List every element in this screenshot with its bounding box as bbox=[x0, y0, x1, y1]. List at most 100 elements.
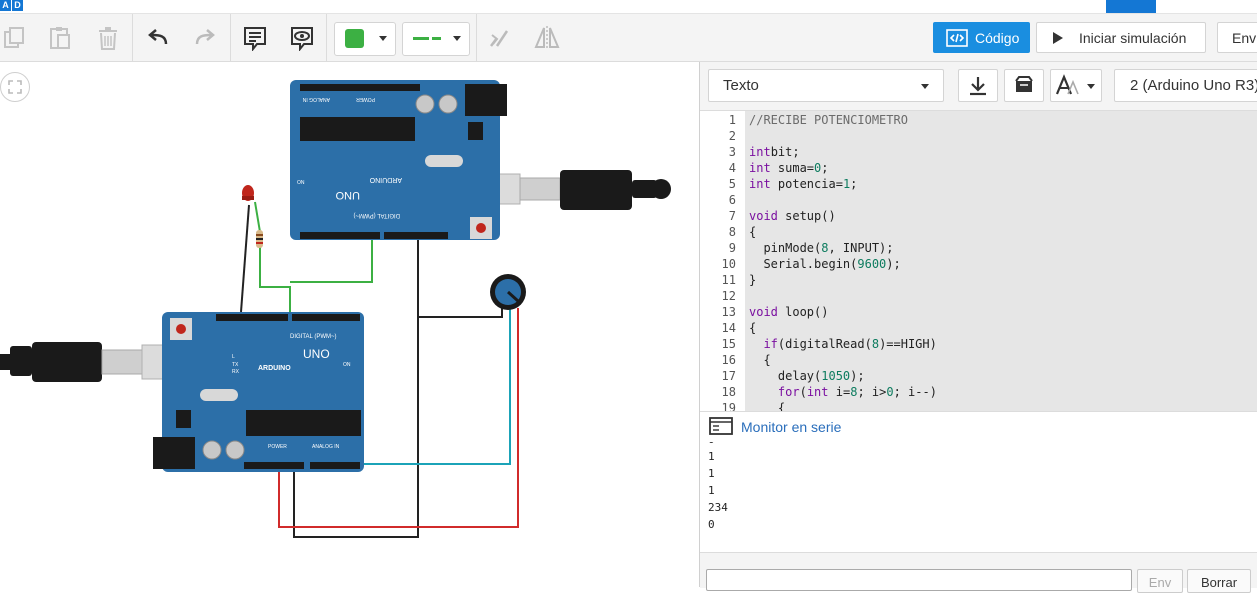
serial-input-bar: Env Borrar bbox=[700, 552, 1257, 593]
rotate-icon bbox=[490, 29, 509, 47]
color-picker-dropdown[interactable] bbox=[334, 22, 396, 56]
board-top-power: POWER bbox=[356, 96, 375, 102]
code-line: void setup() bbox=[749, 209, 836, 223]
code-token: void bbox=[749, 209, 778, 223]
code-token: delay( bbox=[749, 369, 822, 383]
device-dropdown[interactable]: 2 (Arduino Uno R3) bbox=[1114, 69, 1257, 102]
code-line: void loop() bbox=[749, 305, 828, 319]
note-icon bbox=[244, 26, 266, 51]
chevron-down-icon bbox=[379, 36, 387, 41]
logo-letter-d: D bbox=[12, 0, 23, 11]
redo-button[interactable] bbox=[190, 14, 220, 61]
code-line: if(digitalRead(8)==HIGH) bbox=[749, 337, 936, 351]
line-number: 8 bbox=[728, 225, 736, 239]
led-red[interactable] bbox=[242, 185, 254, 201]
top-strip: A D bbox=[0, 0, 1257, 14]
serial-line: 1 bbox=[708, 450, 715, 463]
code-token: if bbox=[763, 337, 778, 351]
copy-icon bbox=[4, 26, 24, 48]
notes-visibility-button[interactable] bbox=[287, 14, 317, 61]
potentiometer[interactable] bbox=[490, 274, 526, 310]
code-token: ; i> bbox=[857, 385, 887, 399]
line-number: 11 bbox=[721, 273, 736, 287]
serial-input[interactable] bbox=[706, 569, 1132, 591]
wire-black-led[interactable] bbox=[240, 204, 250, 313]
usb-cable-top[interactable] bbox=[469, 170, 671, 210]
font-size-dropdown[interactable] bbox=[1050, 69, 1102, 102]
arduino-uno-top[interactable]: UNO ARDUINO DIGITAL (PWM~) POWER ANALOG … bbox=[290, 80, 507, 240]
code-line: pinMode(8, INPUT); bbox=[749, 241, 894, 255]
editor-toolbar: Código Iniciar simulación Env bbox=[0, 14, 1257, 62]
code-line: } bbox=[749, 273, 756, 287]
start-simulation-button[interactable]: Iniciar simulación bbox=[1036, 22, 1206, 53]
circuit-canvas[interactable]: UNO ARDUINO DIGITAL (PWM~) POWER ANALOG … bbox=[0, 62, 699, 587]
code-button-label: Código bbox=[975, 29, 1020, 46]
delete-button[interactable] bbox=[93, 14, 123, 61]
line-number: 19 bbox=[721, 401, 736, 411]
rotate-button[interactable] bbox=[484, 14, 514, 61]
app-logo[interactable]: A D bbox=[0, 0, 24, 11]
top-tab-active[interactable] bbox=[1106, 0, 1156, 13]
library-button[interactable] bbox=[1004, 69, 1044, 102]
download-icon bbox=[970, 77, 986, 96]
serial-line: 0 bbox=[708, 442, 715, 446]
undo-icon bbox=[148, 28, 168, 44]
board-bottom-analog: ANALOG IN bbox=[312, 444, 340, 450]
serial-clear-button[interactable]: Borrar bbox=[1187, 569, 1251, 593]
code-token: 8 bbox=[871, 337, 880, 351]
board-bottom-on: ON bbox=[343, 362, 351, 368]
code-line: //RECIBE POTENCIOMETRO bbox=[749, 113, 908, 127]
redo-icon bbox=[195, 28, 215, 44]
wire-black-pot[interactable] bbox=[293, 237, 503, 538]
wire-green[interactable] bbox=[254, 201, 373, 312]
code-token: int bbox=[749, 145, 771, 159]
code-token: 1050 bbox=[821, 369, 851, 383]
note-button[interactable] bbox=[240, 14, 270, 61]
code-mode-value: Texto bbox=[723, 77, 759, 94]
code-token: 8 bbox=[850, 385, 858, 399]
resistor[interactable] bbox=[256, 230, 263, 248]
paste-button[interactable] bbox=[45, 14, 75, 61]
code-button[interactable]: Código bbox=[933, 22, 1030, 53]
code-token: { bbox=[749, 353, 771, 367]
download-button[interactable] bbox=[958, 69, 998, 102]
serial-line: 0 bbox=[708, 518, 715, 531]
copy-button[interactable] bbox=[0, 14, 30, 61]
wire-type-dropdown[interactable] bbox=[402, 22, 470, 56]
arduino-uno-bottom[interactable]: UNO ARDUINO DIGITAL (PWM~) POWER ANALOG … bbox=[153, 312, 364, 472]
code-token: ); bbox=[850, 369, 865, 383]
circuit-drawing: UNO ARDUINO DIGITAL (PWM~) POWER ANALOG … bbox=[0, 80, 671, 538]
code-token: { bbox=[749, 321, 757, 335]
serial-monitor-header[interactable]: Monitor en serie bbox=[700, 411, 1257, 443]
board-bottom-brand: ARDUINO bbox=[258, 365, 291, 372]
code-mode-dropdown[interactable]: Texto bbox=[708, 69, 944, 102]
line-number: 16 bbox=[721, 353, 736, 367]
wire-style-icon bbox=[413, 37, 441, 40]
code-token bbox=[749, 337, 763, 351]
send-to-button[interactable]: Env bbox=[1217, 22, 1257, 53]
undo-button[interactable] bbox=[143, 14, 173, 61]
code-token: ; bbox=[850, 177, 858, 191]
code-token: , INPUT); bbox=[828, 241, 894, 255]
serial-send-button[interactable]: Env bbox=[1137, 569, 1183, 593]
serial-monitor-icon bbox=[709, 417, 733, 435]
line-number: 14 bbox=[721, 321, 736, 335]
line-number: 3 bbox=[728, 145, 736, 159]
mirror-button[interactable] bbox=[532, 14, 562, 61]
code-line: { bbox=[749, 401, 785, 411]
board-top-digital: DIGITAL (PWM~) bbox=[353, 212, 400, 218]
code-token: } bbox=[749, 273, 757, 287]
code-token: ; i--) bbox=[893, 385, 937, 399]
wire-cyan[interactable] bbox=[360, 308, 511, 465]
code-token: 0 bbox=[814, 161, 822, 175]
serial-line: 1 bbox=[708, 467, 715, 480]
code-token: loop() bbox=[777, 305, 829, 319]
logo-letter-a: A bbox=[0, 0, 11, 11]
code-token: 1 bbox=[842, 177, 851, 191]
board-top-analog: ANALOG IN bbox=[302, 96, 330, 102]
wire-red[interactable] bbox=[278, 308, 519, 528]
fit-view-button[interactable] bbox=[0, 72, 30, 102]
